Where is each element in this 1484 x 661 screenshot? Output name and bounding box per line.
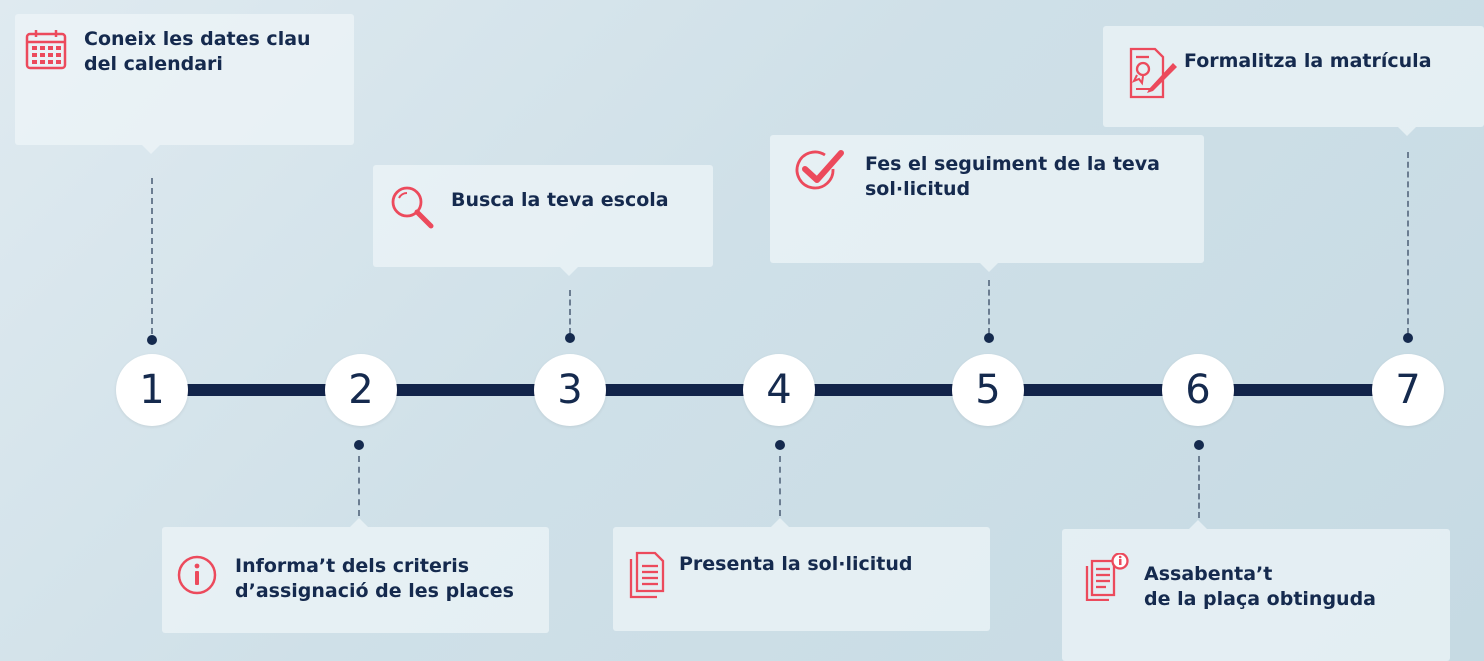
search-icon xyxy=(387,182,437,236)
step-4-number: 4 xyxy=(743,354,815,426)
step-7-number: 7 xyxy=(1372,354,1444,426)
step-7-label: Formalitza la matrícula xyxy=(1184,50,1432,72)
step-4-card: Presenta la sol·licitud xyxy=(613,518,990,631)
step-1-card: Coneix les dates clau del calendari xyxy=(15,14,354,154)
calendar-icon xyxy=(24,28,68,76)
step-7-caret xyxy=(1398,127,1416,136)
step-6-dot xyxy=(1194,440,1204,450)
step-6-connector xyxy=(1198,456,1200,518)
document-info-icon xyxy=(1084,552,1132,605)
step-4-connector xyxy=(779,456,781,516)
step-6-number: 6 xyxy=(1162,354,1234,426)
document-icon xyxy=(627,551,667,603)
step-5-caret xyxy=(980,263,998,272)
step-6-caret xyxy=(1189,520,1207,529)
step-4-caret xyxy=(771,518,789,527)
signed-document-icon xyxy=(1125,45,1181,105)
step-3-caret xyxy=(560,267,578,276)
step-5-number: 5 xyxy=(952,354,1024,426)
step-3-dot xyxy=(565,333,575,343)
step-5-dot xyxy=(984,333,994,343)
step-7-connector xyxy=(1407,152,1409,334)
step-2-card: Informa’t dels criteris d’assignació de … xyxy=(162,518,549,633)
info-icon xyxy=(175,553,219,601)
step-3-card: Busca la teva escola xyxy=(373,165,713,276)
step-2-caret xyxy=(350,518,368,527)
step-1-caret xyxy=(142,145,160,154)
check-circle-icon xyxy=(793,147,845,201)
step-3-connector xyxy=(569,290,571,334)
step-1-connector xyxy=(151,178,153,334)
step-4-dot xyxy=(775,440,785,450)
step-5-connector xyxy=(988,280,990,334)
step-1-number: 1 xyxy=(116,354,188,426)
step-7-dot xyxy=(1403,333,1413,343)
step-6-card: Assabenta’t de la plaça obtinguda xyxy=(1062,520,1450,661)
step-3-label: Busca la teva escola xyxy=(451,189,669,211)
step-5-label: Fes el seguiment de la teva sol·licitud xyxy=(865,153,1161,200)
step-7-card: Formalitza la matrícula xyxy=(1103,26,1484,136)
step-1-label: Coneix les dates clau del calendari xyxy=(84,28,311,75)
step-2-number: 2 xyxy=(325,354,397,426)
step-3-number: 3 xyxy=(534,354,606,426)
step-4-label: Presenta la sol·licitud xyxy=(679,553,913,575)
step-6-label: Assabenta’t de la plaça obtinguda xyxy=(1144,563,1377,610)
step-1-dot xyxy=(147,335,157,345)
step-2-connector xyxy=(358,456,360,516)
step-5-card: Fes el seguiment de la teva sol·licitud xyxy=(770,135,1204,272)
step-2-dot xyxy=(354,440,364,450)
step-2-label: Informa’t dels criteris d’assignació de … xyxy=(235,555,514,602)
